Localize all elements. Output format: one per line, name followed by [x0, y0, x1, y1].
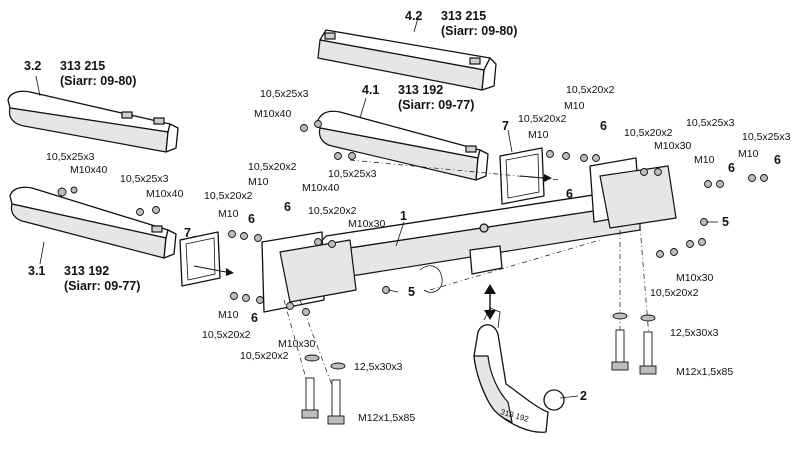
label-part-6-a: 6 — [248, 212, 255, 226]
spec-bolt: M10x30 — [676, 272, 714, 284]
label-part-7-left: 7 — [184, 226, 191, 240]
spec-nut: M10 — [528, 129, 549, 141]
spec-nut: M10 — [218, 309, 239, 321]
spec-washer: 10,5x20x2 — [650, 287, 699, 299]
spec-nut: M10 — [564, 100, 585, 112]
label-part-4-2: 4.2 — [405, 9, 422, 23]
part-3-1-bracket — [9, 186, 177, 259]
fasteners — [57, 120, 768, 370]
spec-washer: 10,5x20x2 — [248, 161, 297, 173]
label-part-2: 2 — [580, 389, 587, 403]
spec-washer: 10,5x25x3 — [46, 151, 95, 163]
label-part-5-right: 5 — [722, 215, 729, 229]
spec-bolt: M10x30 — [654, 140, 692, 152]
part-3-2-bracket — [7, 90, 179, 153]
long-bolts — [301, 329, 657, 425]
spec-bolt: M12x1,5x85 — [676, 366, 733, 378]
label-part-3-2: 3.2 — [24, 59, 41, 73]
spec-washer: 10,5x20x2 — [204, 190, 253, 202]
spec-washer: 10,5x20x2 — [566, 84, 615, 96]
label-part-5-left: 5 — [408, 285, 415, 299]
spec-washer: 10,5x25x3 — [120, 173, 169, 185]
spec-washer: 10,5x20x2 — [518, 113, 567, 125]
spec-washer: 10,5x20x2 — [624, 127, 673, 139]
spec-bolt: M10x40 — [302, 182, 340, 194]
label-part-4-1-code: 313 192 — [398, 83, 443, 97]
spec-washer: 10,5x20x2 — [202, 329, 251, 341]
label-part-6-e: 6 — [566, 187, 573, 201]
leader-lines — [35, 17, 718, 399]
spec-bolt: M12x1,5x85 — [358, 412, 415, 424]
label-part-3-1: 3.1 — [28, 264, 45, 278]
shim-left — [179, 231, 221, 287]
ball-hitch — [473, 284, 565, 433]
label-part-4-1-note: (Siarr: 09-77) — [398, 98, 474, 112]
spec-washer: 10,5x20x2 — [308, 205, 357, 217]
label-part-3-2-note: (Siarr: 09-80) — [60, 74, 136, 88]
label-part-6-g: 6 — [774, 153, 781, 167]
spec-nut: M10 — [738, 148, 759, 160]
spec-bolt: M10x30 — [348, 218, 386, 230]
label-part-4-1: 4.1 — [362, 83, 379, 97]
spec-bolt: M10x40 — [70, 164, 108, 176]
spec-washer: 10,5x25x3 — [260, 88, 309, 100]
spec-bolt: M10x40 — [254, 108, 292, 120]
label-part-6-f: 6 — [728, 161, 735, 175]
spec-nut: M10 — [218, 208, 239, 220]
spec-washer: 12,5x30x3 — [670, 327, 719, 339]
spec-washer: 10,5x25x3 — [686, 117, 735, 129]
part-4-2-bracket — [317, 29, 497, 91]
label-part-4-2-note: (Siarr: 09-80) — [441, 24, 517, 38]
spec-nut: M10 — [248, 176, 269, 188]
spec-nut: M10 — [694, 154, 715, 166]
label-part-4-2-code: 313 215 — [441, 9, 486, 23]
label-part-3-1-note: (Siarr: 09-77) — [64, 279, 140, 293]
spec-washer: 10,5x25x3 — [742, 131, 791, 143]
main-crossbar — [261, 157, 677, 313]
label-part-3-2-code: 313 215 — [60, 59, 105, 73]
label-part-7-right: 7 — [502, 119, 509, 133]
spec-washer: 10,5x25x3 — [328, 168, 377, 180]
label-part-6-b: 6 — [284, 200, 291, 214]
spec-bolt: M10x30 — [278, 338, 316, 350]
label-part-6-c: 6 — [251, 311, 258, 325]
spec-bolt: M10x40 — [146, 188, 184, 200]
label-part-1: 1 — [400, 209, 407, 223]
label-part-6-d: 6 — [600, 119, 607, 133]
spec-washer: 12,5x30x3 — [354, 361, 403, 373]
spec-washer: 10,5x20x2 — [240, 350, 289, 362]
part-4-1-bracket — [317, 110, 489, 181]
label-part-3-1-code: 313 192 — [64, 264, 109, 278]
